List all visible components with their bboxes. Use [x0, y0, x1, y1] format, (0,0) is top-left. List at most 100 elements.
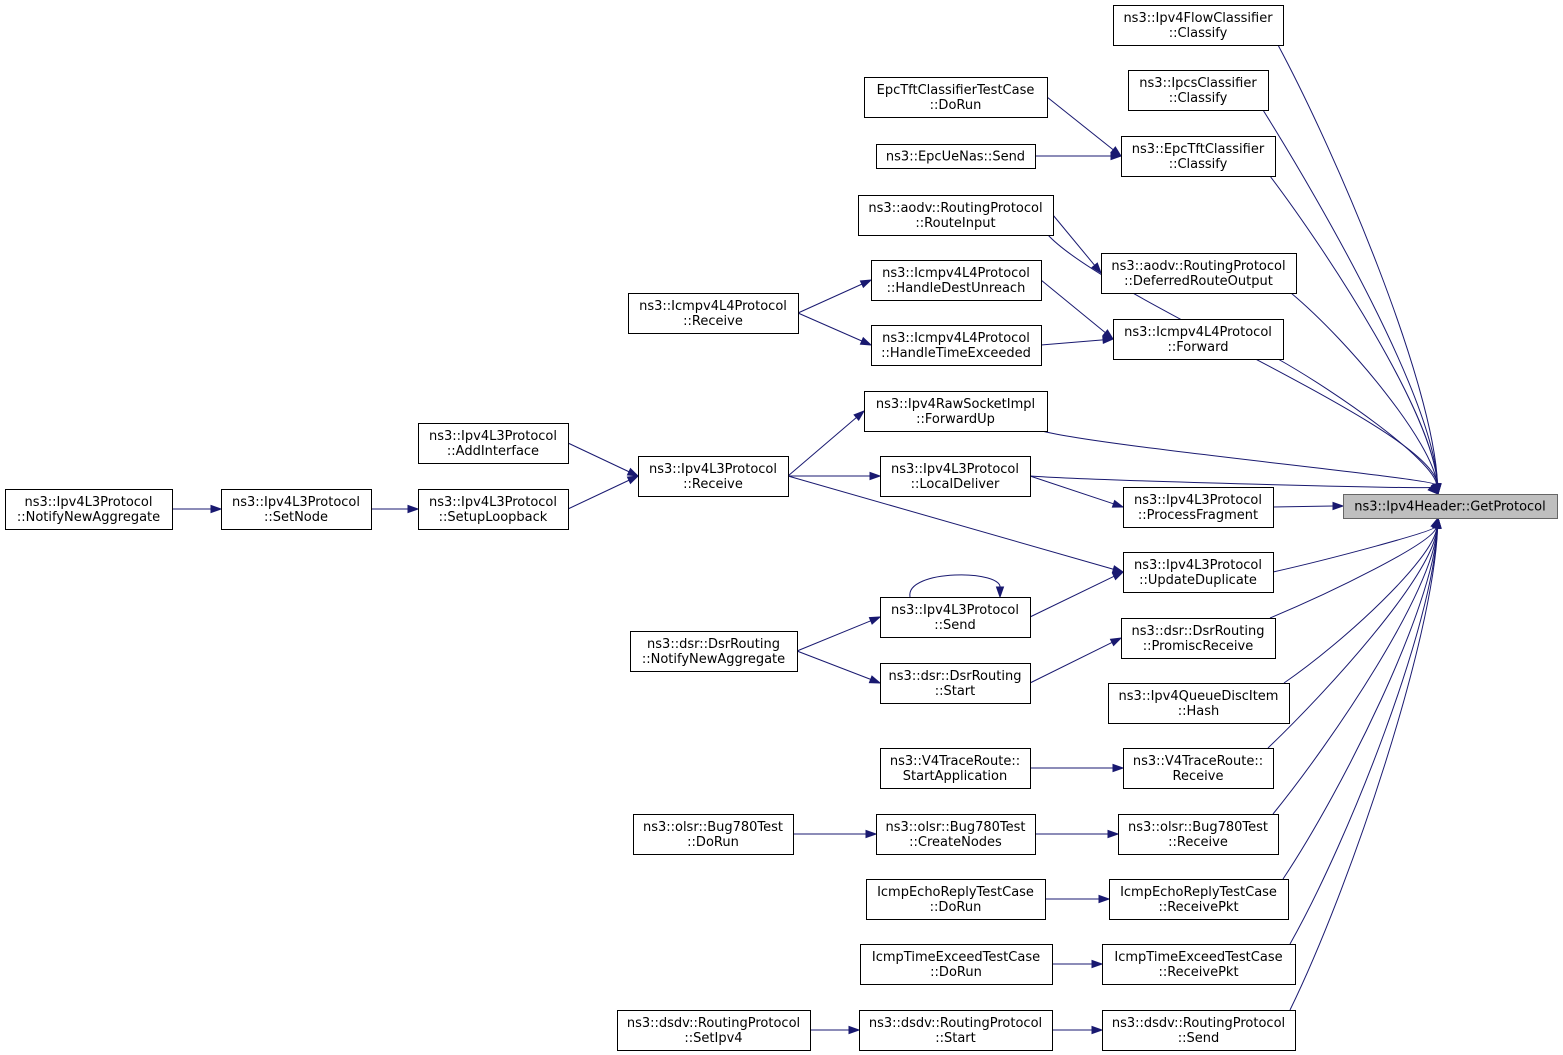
node-ns3-olsr-bug780test-createnodes[interactable]: ns3::olsr::Bug780Test::CreateNodes — [876, 814, 1036, 855]
node-label: ns3::dsr::DsrRouting — [889, 669, 1022, 684]
node-ns3-icmpv4l4protocol-handledestunreach[interactable]: ns3::Icmpv4L4Protocol::HandleDestUnreach — [871, 260, 1042, 301]
node-ns3-icmpv4l4protocol-receive[interactable]: ns3::Icmpv4L4Protocol::Receive — [628, 293, 799, 334]
node-ns3-dsr-dsrrouting-promiscreceive[interactable]: ns3::dsr::DsrRouting::PromiscReceive — [1121, 618, 1276, 659]
node-ns3-ipv4l3protocol-localdeliver[interactable]: ns3::Ipv4L3Protocol::LocalDeliver — [880, 456, 1031, 497]
node-label: ns3::IpcsClassifier — [1139, 76, 1257, 91]
node-box — [876, 144, 1036, 169]
node-ns3-ipv4rawsocketimpl-forwardup[interactable]: ns3::Ipv4RawSocketImpl::ForwardUp — [864, 391, 1048, 432]
edge-n30-to-n29 — [793, 829, 878, 839]
node-icmpechoreplytestcase-receivepkt[interactable]: IcmpEchoReplyTestCase::ReceivePkt — [1109, 879, 1289, 920]
node-ns3-aodv-routingprotocol-routeinput[interactable]: ns3::aodv::RoutingProtocol::RouteInput — [858, 195, 1054, 236]
node-ns3-epcuenas-send[interactable]: ns3::EpcUeNas::Send — [876, 144, 1036, 169]
node-ns3-v4traceroute-startapplication[interactable]: ns3::V4TraceRoute::StartApplication — [880, 748, 1031, 789]
edge-n27-to-n26 — [1030, 763, 1125, 773]
node-label: ::Send — [934, 618, 976, 633]
node-label: ::DeferredRouteOutput — [1124, 274, 1273, 289]
edge-arrowhead — [1091, 1025, 1104, 1035]
node-box — [880, 748, 1031, 789]
node-box — [633, 814, 794, 855]
node-ns3-dsdv-routingprotocol-start[interactable]: ns3::dsdv::RoutingProtocol::Start — [859, 1010, 1053, 1051]
node-ns3-icmpv4l4protocol-handletimeexceeded[interactable]: ns3::Icmpv4L4Protocol::HandleTimeExceede… — [871, 325, 1042, 366]
node-ns3-dsr-dsrrouting-notifynewaggregate[interactable]: ns3::dsr::DsrRouting::NotifyNewAggregate — [630, 631, 798, 672]
edge-n10-to-n9 — [797, 279, 873, 314]
node-ns3-dsdv-routingprotocol-send[interactable]: ns3::dsdv::RoutingProtocol::Send — [1102, 1010, 1296, 1051]
edge-line — [1269, 175, 1438, 485]
node-box — [1121, 136, 1276, 177]
node-ns3-epctftclassifier-classify[interactable]: ns3::EpcTftClassifier::Classify — [1121, 136, 1276, 177]
edge-arrowhead — [848, 1025, 861, 1035]
node-ns3-ipv4l3protocol-notifynewaggregate[interactable]: ns3::Ipv4L3Protocol::NotifyNewAggregate — [5, 489, 173, 530]
node-label: ns3::Ipv4RawSocketImpl — [876, 397, 1035, 412]
node-ns3-ipv4l3protocol-receive[interactable]: ns3::Ipv4L3Protocol::Receive — [638, 456, 789, 497]
edge-line — [567, 442, 630, 473]
node-ns3-v4traceroute-receive[interactable]: ns3::V4TraceRoute::Receive — [1123, 748, 1274, 789]
node-box — [1123, 487, 1274, 528]
node-label: ::UpdateDuplicate — [1139, 573, 1257, 588]
edge-line — [1041, 430, 1436, 485]
node-box — [864, 391, 1048, 432]
node-label: ns3::EpcTftClassifier — [1132, 142, 1265, 157]
node-epctftclassifiertestcase-dorun[interactable]: EpcTftClassifierTestCase::DoRun — [864, 77, 1048, 118]
edge-line — [1052, 214, 1096, 266]
node-box — [864, 77, 1048, 118]
node-ns3-olsr-bug780test-dorun[interactable]: ns3::olsr::Bug780Test::DoRun — [633, 814, 794, 855]
node-ns3-ipv4l3protocol-processfragment[interactable]: ns3::Ipv4L3Protocol::ProcessFragment — [1123, 487, 1274, 528]
node-label: ::Hash — [1178, 704, 1220, 719]
node-box — [418, 423, 569, 464]
node-box — [221, 489, 372, 530]
edge-n17-to-n16 — [172, 504, 223, 514]
edge-line — [1029, 641, 1113, 684]
node-box — [871, 325, 1042, 366]
node-box — [5, 489, 173, 530]
edge-line — [1047, 234, 1438, 485]
node-box — [630, 631, 798, 672]
node-box — [418, 489, 569, 530]
edge-n32-to-n31 — [1045, 894, 1111, 904]
edge-arrowhead — [626, 475, 640, 485]
node-ns3-dsr-dsrrouting-start[interactable]: ns3::dsr::DsrRouting::Start — [880, 663, 1031, 704]
node-icmpechoreplytestcase-dorun[interactable]: IcmpEchoReplyTestCase::DoRun — [866, 879, 1046, 920]
node-ns3-olsr-bug780test-receive[interactable]: ns3::olsr::Bug780Test::Receive — [1118, 814, 1279, 855]
node-label: ns3::dsr::DsrRouting — [1132, 624, 1265, 639]
edge-line — [796, 620, 871, 652]
edge-n19-to-n0 — [1272, 501, 1345, 511]
node-icmptimeexceedtestcase-receivepkt[interactable]: IcmpTimeExceedTestCase::ReceivePkt — [1102, 944, 1296, 985]
node-label: ns3::Ipv4L3Protocol — [429, 495, 557, 510]
node-label: ::SetIpv4 — [684, 1031, 742, 1046]
node-label: ns3::Icmpv4L4Protocol — [639, 299, 787, 314]
node-label: ::Forward — [1167, 340, 1228, 355]
node-box — [1123, 552, 1274, 593]
node-ns3-icmpv4l4protocol-forward[interactable]: ns3::Icmpv4L4Protocol::Forward — [1113, 319, 1284, 360]
node-ns3-ipv4l3protocol-updateduplicate[interactable]: ns3::Ipv4L3Protocol::UpdateDuplicate — [1123, 552, 1274, 593]
edge-line — [1040, 339, 1104, 346]
edge-n13-to-n18 — [788, 471, 882, 481]
node-ns3-ipv4queuediscitem-hash[interactable]: ns3::Ipv4QueueDiscItem::Hash — [1108, 683, 1290, 724]
node-ns3-ipv4l3protocol-addinterface[interactable]: ns3::Ipv4L3Protocol::AddInterface — [418, 423, 569, 464]
edge-n33-to-n0 — [1289, 516, 1442, 945]
node-ns3-ipv4l3protocol-send[interactable]: ns3::Ipv4L3Protocol::Send — [880, 597, 1031, 638]
node-ns3-ipv4l3protocol-setnode[interactable]: ns3::Ipv4L3Protocol::SetNode — [221, 489, 372, 530]
node-box — [1113, 319, 1284, 360]
node-ns3-ipv4l3protocol-setuploopback[interactable]: ns3::Ipv4L3Protocol::SetupLoopback — [418, 489, 569, 530]
node-label: ::NotifyNewAggregate — [642, 652, 785, 667]
edge-n36-to-n35 — [1052, 1025, 1104, 1035]
edge-n11-to-n8 — [1040, 335, 1115, 346]
node-box — [880, 597, 1031, 638]
edge-arrowhead — [1112, 763, 1125, 773]
node-icmptimeexceedtestcase-dorun[interactable]: IcmpTimeExceedTestCase::DoRun — [860, 944, 1053, 985]
node-ns3-ipv4header-getprotocol[interactable]: ns3::Ipv4Header::GetProtocol — [1343, 494, 1558, 519]
edge-arrowhead — [1091, 959, 1104, 969]
node-label: ::LocalDeliver — [911, 477, 1000, 492]
node-box — [1108, 683, 1290, 724]
edge-arrowhead — [407, 504, 420, 514]
edge-n9-to-n8 — [1040, 279, 1115, 340]
edge-arrowhead — [1427, 483, 1440, 496]
node-ns3-dsdv-routingprotocol-setipv4[interactable]: ns3::dsdv::RoutingProtocol::SetIpv4 — [617, 1010, 811, 1051]
edge-line — [1272, 505, 1334, 508]
edge-line — [567, 479, 630, 510]
node-ns3-ipv4flowclassifier-classify[interactable]: ns3::Ipv4FlowClassifier::Classify — [1113, 5, 1284, 46]
edge-line — [1269, 527, 1437, 619]
node-ns3-ipcsclassifier-classify[interactable]: ns3::IpcsClassifier::Classify — [1128, 70, 1269, 111]
node-ns3-aodv-routingprotocol-deferredrouteoutput[interactable]: ns3::aodv::RoutingProtocol::DeferredRout… — [1101, 253, 1297, 294]
